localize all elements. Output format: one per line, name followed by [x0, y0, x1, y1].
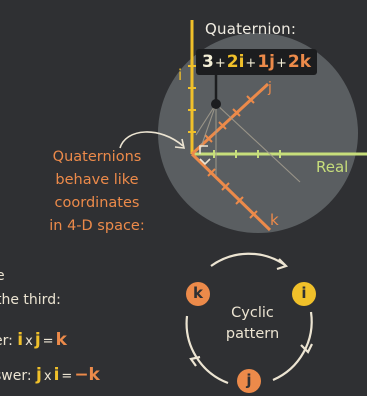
- curved-arrow: [119, 131, 184, 149]
- equals-sign: =: [42, 334, 54, 349]
- j-axis-ticks: [204, 95, 255, 143]
- result-k: k: [55, 330, 67, 350]
- operand-j: j: [36, 365, 42, 385]
- cyclic-pattern-label: Cyclic pattern: [210, 303, 295, 345]
- cyclic-line: pattern: [225, 326, 280, 342]
- j-axis-label: j: [268, 80, 272, 96]
- i-component: 2i: [226, 52, 245, 72]
- j-axis: [190, 82, 270, 156]
- product-answer-2: swer: jxi=−k: [0, 365, 100, 385]
- right-angle-marks: [199, 145, 211, 166]
- i-axis-label: i: [178, 66, 183, 84]
- cycle-node-k: k: [186, 282, 210, 306]
- k-axis: [190, 152, 272, 232]
- cycle-arrows: [185, 252, 313, 385]
- real-axis-ticks: [213, 150, 281, 158]
- k-axis-ticks: [207, 168, 258, 219]
- quaternion-title: Quaternion:: [205, 20, 297, 38]
- partial-text-line: e: [0, 268, 5, 284]
- cyclic-line: Cyclic: [231, 305, 274, 321]
- times-sign: x: [43, 369, 52, 384]
- real-axis-label: Real: [316, 158, 349, 176]
- answer-prefix: er:: [0, 333, 13, 349]
- operand-i: i: [53, 365, 60, 385]
- plus-sign: +: [245, 56, 257, 71]
- partial-text-line: the third:: [0, 292, 61, 308]
- i-axis-ticks: [188, 65, 196, 133]
- real-component: 3: [202, 52, 214, 72]
- j-component: 1j: [257, 52, 275, 72]
- explanation-line: coordinates: [54, 195, 140, 211]
- cycle-node-j: j: [237, 369, 261, 393]
- explanation-line: behave like: [55, 172, 139, 188]
- curved-arrow-head: [174, 138, 186, 149]
- space-disc: [158, 33, 358, 233]
- k-component: 2k: [287, 52, 312, 72]
- product-answer-1: er: ixj=k: [0, 330, 67, 350]
- times-sign: x: [25, 334, 33, 349]
- cycle-node-i: i: [292, 282, 316, 306]
- quaternion-point: [211, 99, 221, 109]
- quaternion-value-box: 3+2i+1j+2k: [196, 49, 318, 75]
- answer-prefix: swer:: [0, 368, 32, 384]
- plus-sign: +: [214, 56, 226, 71]
- equals-sign: =: [61, 369, 73, 384]
- plus-sign: +: [275, 56, 287, 71]
- explanation-line: Quaternions: [52, 149, 142, 165]
- projection-lines: [195, 103, 301, 183]
- explanation-line: in 4-D space:: [49, 218, 145, 234]
- k-axis-label: k: [270, 211, 279, 229]
- explanation-text: Quaternions behave like coordinates in 4…: [22, 146, 172, 238]
- result-neg-k: −k: [74, 365, 100, 385]
- operand-j: j: [34, 330, 41, 350]
- operand-i: i: [17, 330, 24, 350]
